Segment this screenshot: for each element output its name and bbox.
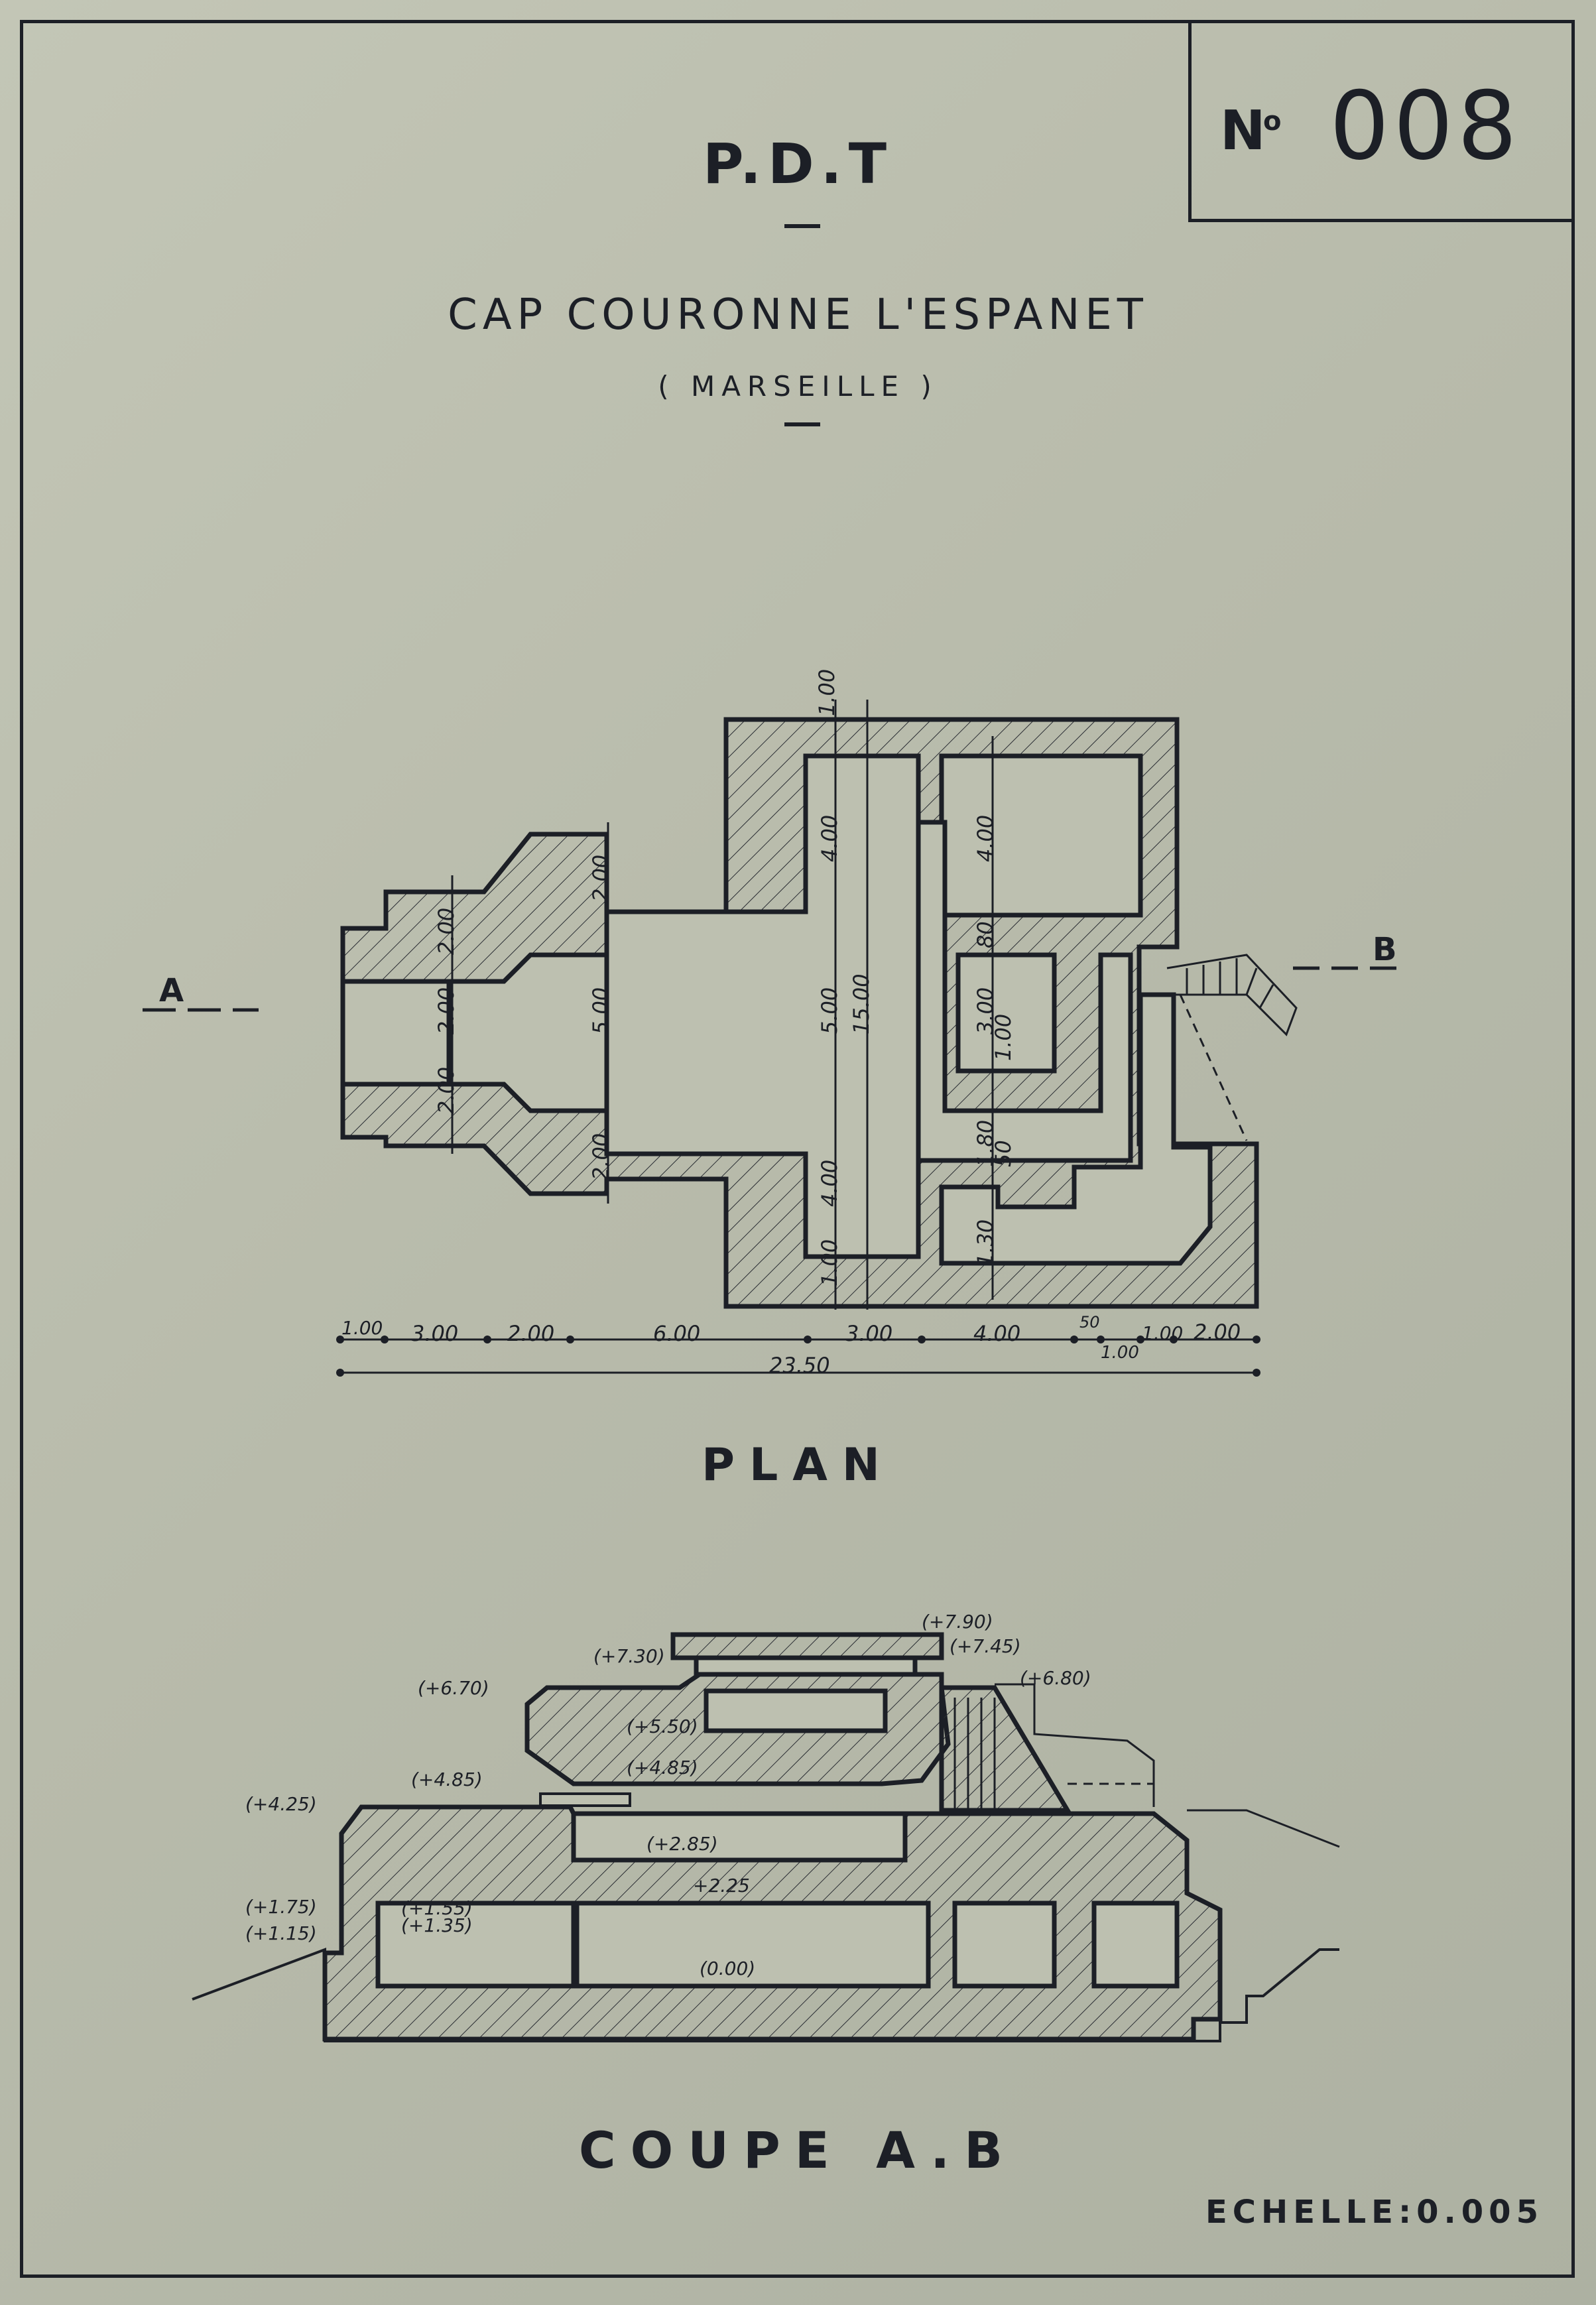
dim-v-5b: 5.00 bbox=[588, 987, 613, 1034]
dim-v-15: 15.00 bbox=[849, 973, 874, 1034]
dim-v-2e: 2.00 bbox=[434, 1067, 459, 1114]
plan-caption: PLAN bbox=[702, 1439, 894, 1491]
dim-h-2b: 2.00 bbox=[1194, 1320, 1241, 1345]
scale-label: ECHELLE:0.005 bbox=[1205, 2194, 1544, 2231]
level-0-00: (0.00) bbox=[700, 1958, 755, 1979]
dim-v-50: 50 bbox=[991, 1140, 1016, 1167]
sheet-number-box bbox=[1188, 20, 1575, 222]
dim-v-2d: 2.00 bbox=[434, 987, 459, 1034]
dim-v-3: 3.00 bbox=[973, 987, 998, 1034]
section-inner-hall bbox=[571, 1811, 908, 1863]
dim-v-4c: 4.00 bbox=[973, 815, 998, 862]
dim-ticks bbox=[336, 1336, 1260, 1377]
section-stair-wall bbox=[939, 1685, 1072, 1813]
section-room-3 bbox=[952, 1900, 1057, 1989]
level-6-70: (+6.70) bbox=[418, 1677, 489, 1699]
dim-v-1b: 1.00 bbox=[991, 1014, 1016, 1061]
sheet-number-degree: o bbox=[1263, 106, 1282, 137]
plan-embrasure bbox=[340, 979, 452, 1087]
plan-dashed-line bbox=[1179, 994, 1248, 1141]
dim-h-1c: 1.00 bbox=[1142, 1322, 1183, 1344]
level-7-45: (+7.45) bbox=[950, 1635, 1021, 1657]
section-room-4 bbox=[1091, 1900, 1180, 1989]
level-1-35: (+1.35) bbox=[401, 1914, 473, 1936]
section-upper-room bbox=[704, 1688, 888, 1733]
level-6-80: (+6.80) bbox=[1020, 1667, 1091, 1689]
level-7-90: (+7.90) bbox=[922, 1611, 993, 1633]
plan-room-upper bbox=[939, 753, 1143, 918]
level-1-55: (+1.55) bbox=[401, 1897, 473, 1919]
dim-h-4: 4.00 bbox=[973, 1321, 1020, 1346]
level-4-85-a: (+4.85) bbox=[411, 1769, 483, 1790]
plan-corridor bbox=[916, 820, 1133, 1163]
dim-h-50: 50 bbox=[1079, 1313, 1100, 1332]
subtitle-dash bbox=[784, 422, 820, 426]
section-gutter bbox=[539, 1792, 631, 1807]
organization-title: P.D.T bbox=[703, 131, 893, 196]
section-turret-stem bbox=[694, 1655, 918, 1677]
level-1-75: (+1.75) bbox=[245, 1896, 317, 1918]
floor-plan bbox=[143, 700, 1402, 1377]
plan-room-middle bbox=[955, 952, 1057, 1074]
section-room-2 bbox=[574, 1900, 931, 1989]
dim-h-1a: 1.00 bbox=[341, 1317, 383, 1339]
cross-section bbox=[192, 1632, 1340, 2042]
dim-v-1-30: 1.30 bbox=[973, 1219, 998, 1267]
plan-marker-b: B bbox=[1373, 931, 1397, 968]
level-1-15: (+1.15) bbox=[245, 1922, 317, 1944]
dim-h-3a: 3.00 bbox=[411, 1321, 458, 1346]
dim-v-2a: 2.00 bbox=[588, 855, 613, 902]
section-natural-slope bbox=[1187, 1809, 1340, 1848]
plan-embrasure-throat bbox=[446, 952, 609, 1113]
level-2-85: (+2.85) bbox=[646, 1833, 718, 1855]
dim-total: 23.50 bbox=[769, 1353, 830, 1378]
dim-v-4a: 4.00 bbox=[817, 815, 842, 862]
section-turret-cap bbox=[670, 1632, 944, 1660]
dim-v-80: 80 bbox=[973, 921, 998, 948]
dim-v-1a: 1.00 bbox=[817, 1239, 842, 1286]
level-4-25: (+4.25) bbox=[245, 1793, 317, 1815]
plan-room-lower bbox=[939, 992, 1213, 1266]
title-dash bbox=[784, 224, 820, 228]
dim-top: 1.00 bbox=[814, 669, 839, 716]
sheet-number-prefix: N bbox=[1220, 99, 1268, 162]
level-5-50: (+5.50) bbox=[627, 1715, 698, 1737]
plan-marker-a: A bbox=[159, 972, 184, 1009]
dim-v-2c: 2.00 bbox=[434, 908, 459, 955]
level-2-25: +2.25 bbox=[693, 1875, 750, 1897]
dim-h-3b: 3.00 bbox=[845, 1321, 892, 1346]
section-stair-steps bbox=[953, 1698, 996, 1810]
level-4-85-b: (+4.85) bbox=[627, 1757, 698, 1778]
dim-v-5: 5.00 bbox=[817, 987, 842, 1034]
section-room-1 bbox=[375, 1900, 576, 1989]
site-title: CAP COURONNE L'ESPANET bbox=[448, 290, 1148, 340]
section-terrace bbox=[995, 1683, 1155, 1807]
level-7-30: (+7.30) bbox=[593, 1645, 665, 1667]
city-subtitle: ( MARSEILLE ) bbox=[658, 370, 938, 403]
dim-v-4b: 4.00 bbox=[817, 1160, 842, 1207]
plan-stair bbox=[1166, 954, 1298, 1036]
dim-v-1-80: 1.80 bbox=[973, 1120, 998, 1167]
dim-h-1b: 1.00 bbox=[1101, 1343, 1139, 1363]
section-caption: COUPE A.B bbox=[578, 2121, 1018, 2180]
sheet-number: 008 bbox=[1329, 72, 1522, 181]
dim-v-2b: 2.00 bbox=[588, 1133, 613, 1180]
dim-h-2a: 2.00 bbox=[507, 1321, 554, 1346]
dim-h-6: 6.00 bbox=[653, 1321, 700, 1346]
drawing-border bbox=[20, 20, 1575, 2278]
